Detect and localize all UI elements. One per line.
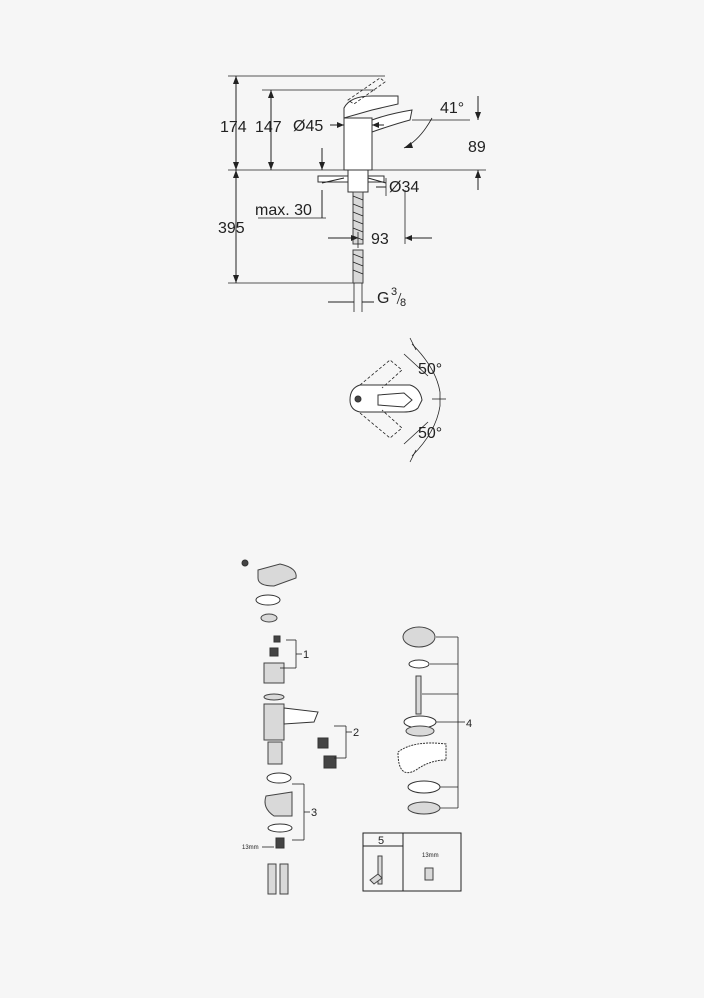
angle-top-50: 50° — [418, 361, 442, 378]
callout-5: 5 — [378, 835, 384, 847]
thread-g: G — [377, 290, 389, 307]
key-tool-part — [377, 855, 383, 885]
dim-max-30: max. 30 — [255, 202, 312, 219]
dim-89: 89 — [468, 139, 486, 156]
faucet-lever — [343, 95, 399, 119]
dim-diameter-34: Ø34 — [389, 179, 419, 196]
tool-box — [362, 832, 462, 892]
dim-174: 174 — [220, 119, 247, 136]
nut-part — [260, 613, 278, 623]
cap-part — [255, 594, 281, 606]
angle-bottom-50: 50° — [418, 425, 442, 442]
thread-numerator: 3 — [391, 286, 397, 298]
thread-denominator: 8 — [400, 297, 406, 309]
screw-part — [241, 559, 249, 567]
wrench-socket-part — [424, 867, 434, 881]
dim-angle-41: 41° — [440, 100, 464, 117]
side-view: 174 147 Ø45 41° 89 Ø34 max. 30 395 93 G … — [218, 75, 486, 312]
dim-diameter-45: Ø45 — [293, 118, 323, 135]
top-view-rotation: 50° 50° — [349, 337, 446, 463]
drain-rod-part — [415, 675, 422, 715]
faucet-spout — [371, 109, 413, 133]
drain-body-part — [397, 742, 447, 774]
bracket-part — [264, 791, 293, 817]
dim-395: 395 — [218, 220, 245, 237]
lever-part — [257, 563, 297, 587]
dim-147: 147 — [255, 119, 282, 136]
cartridge-part — [263, 662, 285, 684]
aerator-part — [317, 737, 329, 749]
wrench-size-box: 13mm — [422, 853, 439, 859]
callout-1: 1 — [303, 649, 309, 661]
drain-cap-part — [402, 626, 436, 648]
exploded-view-faucet: 1 2 3 13mm — [241, 559, 359, 895]
callout-3: 3 — [311, 807, 317, 819]
callout-4: 4 — [466, 718, 472, 730]
callout-2: 2 — [353, 727, 359, 739]
dim-93: 93 — [371, 231, 389, 248]
faucet-body — [343, 117, 373, 171]
exploded-view-drain: 4 5 13mm — [362, 626, 472, 892]
wrench-size-left: 13mm — [242, 845, 259, 851]
body-part — [263, 703, 285, 741]
